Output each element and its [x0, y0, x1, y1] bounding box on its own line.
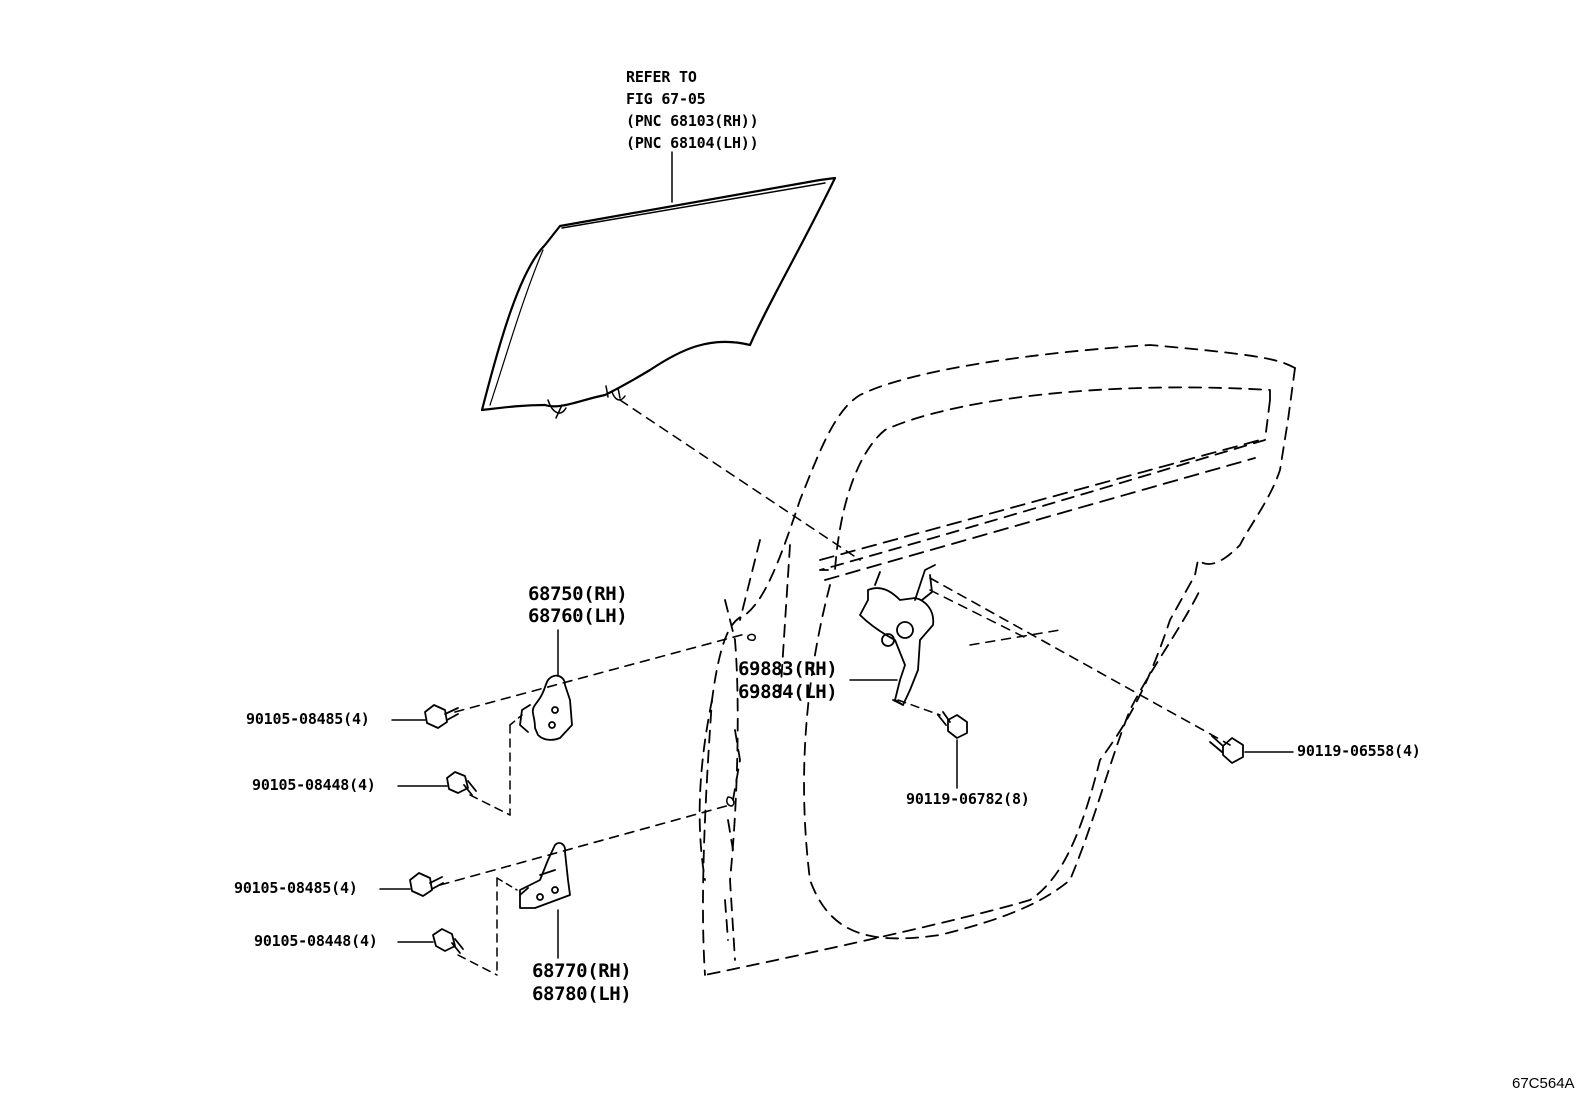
door-glass: [480, 176, 837, 419]
refer-line-1: REFER TO: [626, 68, 697, 86]
bolt-upper-a-icon: [424, 704, 459, 729]
door-outline: [698, 344, 1296, 976]
upper-hinge: [519, 674, 573, 741]
bolt-lower-a-icon: [409, 872, 444, 897]
label-bolt-check: 90119-06782(8): [906, 790, 1030, 808]
label-hinge-lower-rh: 68770(RH): [532, 960, 632, 982]
refer-line-4: (PNC 68104(LH)): [626, 134, 759, 152]
beltline: [819, 439, 1261, 581]
label-bolt-lower-a: 90105-08485(4): [234, 879, 358, 897]
label-check-rh: 69883(RH): [738, 658, 838, 680]
check-bolt-icon: [937, 711, 968, 739]
label-hinge-upper-rh: 68750(RH): [528, 583, 628, 605]
label-bolt-regulator: 90119-06558(4): [1297, 742, 1421, 760]
lower-hinge: [519, 842, 571, 909]
label-bolt-upper-a: 90105-08485(4): [246, 710, 370, 728]
figure-code: 67C564A: [1512, 1075, 1575, 1092]
label-check-lh: 69884(LH): [738, 681, 838, 703]
bolt-upper-b-icon: [446, 771, 477, 796]
refer-line-2: FIG 67-05: [626, 90, 706, 108]
regulator-bolt-line: [929, 577, 1231, 746]
label-hinge-upper-lh: 68760(LH): [528, 605, 628, 627]
label-bolt-upper-b: 90105-08448(4): [252, 776, 376, 794]
glass-guide-line: [619, 399, 861, 561]
window-regulator: [859, 564, 936, 706]
regulator-bolt-icon: [1209, 735, 1244, 764]
label-bolt-lower-b: 90105-08448(4): [254, 932, 378, 950]
refer-line-3: (PNC 68103(RH)): [626, 112, 759, 130]
label-hinge-lower-lh: 68780(LH): [532, 983, 632, 1005]
bolt-lower-b-icon: [432, 928, 464, 954]
